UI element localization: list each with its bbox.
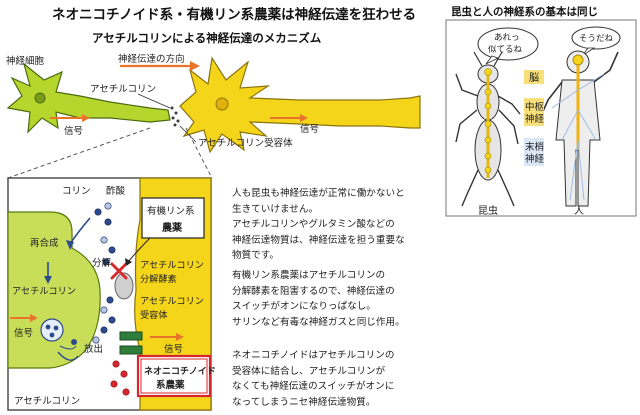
pns-line2: 神経 (525, 153, 545, 165)
label-choline: コリン (62, 186, 91, 197)
op-pesticide-box (141, 197, 205, 239)
left-neuron (6, 62, 171, 134)
human-label: 人 (574, 205, 584, 217)
ach-molecules (92, 202, 116, 344)
left-neuron-nucleus (34, 92, 46, 104)
inhibition-x (110, 262, 128, 280)
neuron-diagram: 神経細胞 神経伝達の方向 アセチルコリン 信号 信号 アセチルコリン受容体 (6, 53, 421, 154)
signal-label-right: 信号 (300, 123, 319, 135)
pns-line1: 末梢 (525, 141, 544, 153)
signal-arrow-left (50, 114, 90, 122)
receptor-line1: アセチルコリン (140, 296, 204, 307)
label-decompose: 分解 (92, 257, 112, 269)
cns-line2: 神経 (525, 113, 545, 125)
cns-line1: 中枢 (525, 101, 545, 113)
op-pesticide-line2: 農薬 (162, 221, 183, 234)
synapse-dots (170, 106, 180, 127)
signal-arrow-right (270, 114, 308, 122)
enzyme-line1: アセチルコリン (140, 260, 204, 271)
label-release: 放出 (84, 343, 103, 355)
main-title: ネオニコチノイド系・有機リン系農薬は神経伝達を狂わせる (52, 7, 417, 23)
ach-label-top: アセチルコリン (90, 84, 156, 95)
paragraph-organophosphate: 有機リン系農薬はアセチルコリンの 分解酵素を阻害するので、神経伝達の スイッチが… (232, 270, 405, 328)
direction-label: 神経伝達の方向 (118, 53, 185, 65)
bubble-left-line1: あれっ (494, 33, 520, 43)
op-pesticide-line1: 有機リン系 (147, 205, 195, 217)
brain-label: 脳 (529, 72, 539, 84)
right-neuron-nucleus (215, 97, 229, 111)
receptor-label-top: アセチルコリン受容体 (198, 137, 293, 149)
receptor-line2: 受容体 (140, 309, 168, 321)
neonic-box (136, 354, 212, 398)
label-ach-bottom: アセチルコリン (14, 396, 80, 407)
label-signal-right: 信号 (164, 343, 183, 355)
resynthesis-arrow (44, 217, 91, 284)
bubble-right: そうだね (579, 34, 614, 44)
neonic-line2: 系農薬 (156, 379, 185, 391)
detail-signal-left (10, 314, 38, 322)
label-resynthesis: 再合成 (30, 237, 59, 249)
presynaptic-terminal (7, 211, 101, 369)
vesicle (40, 318, 64, 342)
receptors (119, 331, 143, 355)
enzyme-shape (114, 272, 134, 300)
human-figure (539, 50, 619, 207)
insect-figure (455, 51, 521, 207)
paragraph-intro: 人も昆虫も神経伝達が正常に働かないと 生きていけません。 アセチルコリンやグルタ… (232, 188, 405, 261)
comparison-panel: あれっ 似てるね そうだね 脳 中枢 神経 末梢 神経 昆虫 人 (445, 19, 637, 217)
signal-label-left: 信号 (64, 125, 83, 137)
direction-arrow (120, 61, 200, 71)
label-signal-left: 信号 (14, 327, 33, 339)
detail-signal-right (150, 333, 184, 341)
insect-label: 昆虫 (478, 205, 498, 217)
subtitle: アセチルコリンによる神経伝達のメカニズム (92, 31, 322, 45)
speech-bubble-right (571, 26, 621, 50)
label-acetic-acid: 酢酸 (106, 185, 126, 197)
speech-bubble-left (477, 27, 539, 61)
label-ach-inside: アセチルコリン (12, 286, 76, 297)
synapse-detail: コリン 酢酸 再合成 アセチルコリン 分解 放出 信号 信号 アセチルコリン 有… (7, 177, 216, 411)
neuron-cell-label: 神経細胞 (6, 55, 45, 67)
right-neuron (179, 56, 421, 154)
right-panel-title: 昆虫と人の神経系の基本は同じ (451, 6, 598, 18)
paragraph-neonicotinoid: ネオニコチノイドはアセチルコリンの 受容体に結合し、アセチルコリンが なくても神… (232, 350, 395, 408)
neonic-line1: ネオニコチノイド (144, 366, 216, 377)
neonic-molecules (110, 360, 130, 396)
enzyme-line2: 分解酵素 (140, 273, 177, 285)
bubble-left-line2: 似てるね (488, 45, 523, 55)
